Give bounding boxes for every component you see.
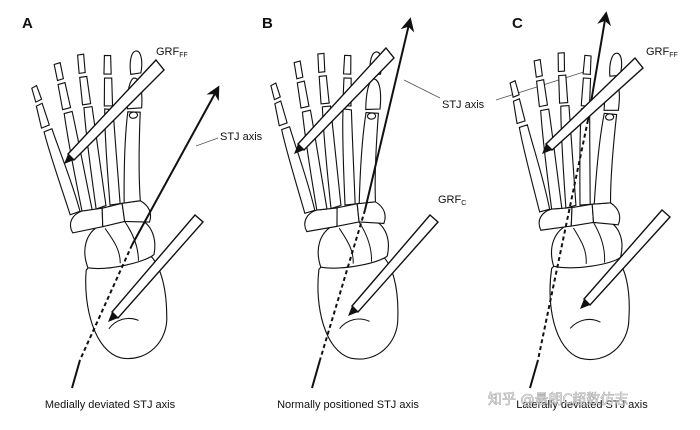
panel-c-foot-skeleton [507, 48, 643, 365]
panel-a-caption: Medially deviated STJ axis [45, 399, 176, 411]
panel-a-grf-label: GRFFF [156, 46, 188, 59]
panel-a-letter: A [22, 15, 33, 32]
panel-c: C GRFFF Laterally deviated STJ axis [507, 11, 678, 411]
panel-c-grf-c-arrowhead [580, 299, 590, 309]
panel-b-stj-axis-dashed [319, 209, 366, 361]
panel-b-stj-axis-arrow [364, 17, 415, 211]
panel-b-stj-leader-b [403, 79, 441, 99]
panel-c-caption: Laterally deviated STJ axis [516, 399, 648, 411]
panel-b-grf-c-arrowhead [348, 306, 358, 316]
panel-b: B GRFC STJ axis Normally positioned STJ … [262, 15, 591, 411]
panel-a-stj-axis-dashed [79, 244, 133, 361]
panel-a-stj-axis-tail [71, 359, 81, 389]
panel-a-grf-ff-arrowhead [64, 154, 74, 164]
panel-b-caption: Normally positioned STJ axis [277, 399, 419, 411]
panel-c-grf-label: GRFFF [646, 46, 678, 59]
panel-c-letter: C [512, 15, 523, 32]
panel-b-stj-label: STJ axis [442, 99, 485, 111]
panel-b-grf-label: GRFC [438, 194, 466, 207]
panel-c-grf-ff-arrowhead [542, 144, 552, 154]
panel-a-stj-label: STJ axis [220, 131, 263, 143]
panel-a-grf-c-arrowhead [108, 312, 118, 322]
panel-c-stj-axis-tail [529, 359, 539, 389]
panel-a-stj-axis-arrow [131, 85, 220, 246]
panel-b-letter: B [262, 15, 273, 32]
panel-a: A GRFFF STJ axis Medially deviated STJ a… [22, 15, 263, 411]
panel-b-stj-axis-tail [311, 359, 321, 389]
watermark-text: 知乎 @悬朗C超数仿志 [488, 391, 628, 408]
panel-b-foot-skeleton [267, 46, 413, 367]
panel-b-grf-ff-arrowhead [294, 144, 304, 154]
panel-a-stj-leader [195, 137, 219, 147]
panel-c-stj-axis-dashed [537, 119, 589, 361]
panel-a-foot-skeleton [27, 45, 184, 368]
